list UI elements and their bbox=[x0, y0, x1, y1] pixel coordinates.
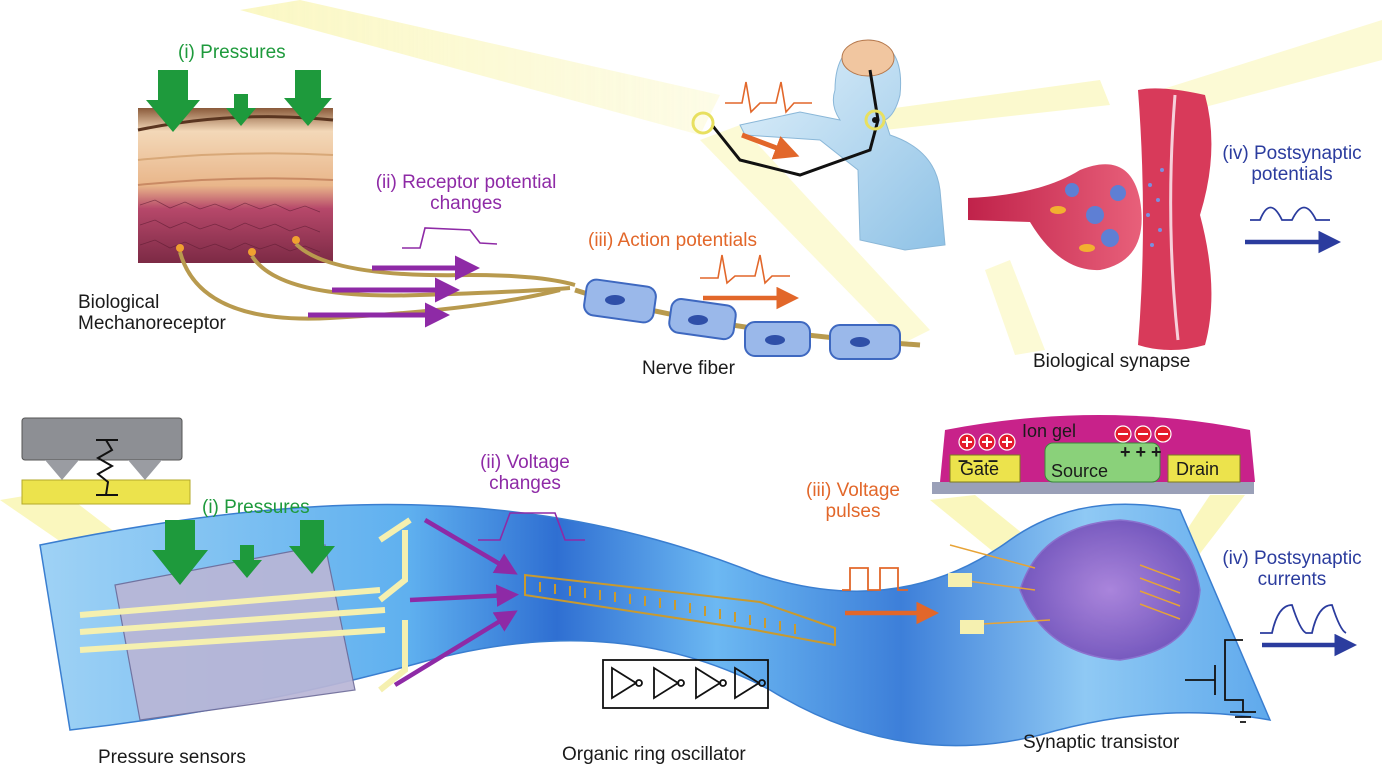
gate-label: Gate bbox=[960, 459, 1000, 479]
mechanoreceptor-line-2: Mechanoreceptor bbox=[78, 313, 226, 335]
pressure-sensor-array bbox=[79, 517, 412, 721]
ion-gel-label: Ion gel bbox=[1022, 421, 1077, 441]
mechanoreceptor-line-1: Biological bbox=[78, 292, 160, 313]
postsynaptic-currents-label: (iv) Postsynaptic currents bbox=[1203, 548, 1381, 591]
pressure-arrows-top bbox=[146, 70, 332, 132]
biological-synapse-label: Biological synapse bbox=[1033, 351, 1191, 372]
ring-oscillator-label: Organic ring oscillator bbox=[562, 744, 746, 765]
negative-ions-label: – – – bbox=[958, 450, 999, 470]
voltage-arrows bbox=[393, 518, 519, 687]
voltage-change-waveform bbox=[478, 512, 585, 541]
receptor-potential-waveform bbox=[402, 227, 498, 249]
postsynaptic-potentials-label: (iv) Postsynaptic potentials bbox=[1203, 143, 1381, 186]
arm-signal-arrow bbox=[741, 132, 800, 160]
postsynaptic-potentials-line-2: potentials bbox=[1251, 164, 1333, 186]
ring-oscillator-chip bbox=[524, 573, 836, 647]
source-label: Source bbox=[1051, 461, 1109, 481]
postsynaptic-currents-line-1: (iv) Postsynaptic bbox=[1222, 548, 1362, 569]
pressures-label-bottom: (i) Pressures bbox=[202, 497, 310, 518]
receptor-arrows bbox=[308, 255, 480, 328]
biological-synapse bbox=[968, 88, 1212, 350]
skin-mechanoreceptor-block bbox=[137, 108, 334, 263]
voltage-pulses-line-1: (iii) Voltage bbox=[806, 480, 900, 501]
action-potential-waveform bbox=[700, 254, 790, 285]
postsynaptic-potential-waveform bbox=[1250, 206, 1330, 221]
synaptic-transistor-label: Synaptic transistor bbox=[1023, 732, 1180, 753]
pressure-arrows-bottom bbox=[152, 520, 335, 585]
transistor-symbol bbox=[1185, 639, 1256, 723]
voltage-pulses-line-2: pulses bbox=[825, 501, 881, 523]
ring-oscillator-schematic bbox=[602, 659, 769, 709]
drain-label: Drain bbox=[1176, 459, 1220, 479]
highlight-beams-top bbox=[240, 0, 1382, 355]
receptor-potential-line-2: changes bbox=[430, 193, 502, 215]
voltage-changes-line-2: changes bbox=[489, 473, 561, 495]
voltage-changes-line-1: (ii) Voltage bbox=[480, 452, 570, 473]
sensor-inset bbox=[21, 417, 191, 505]
nerve-fiber-label: Nerve fiber bbox=[642, 358, 735, 379]
synaptic-transistor-dome bbox=[948, 519, 1201, 661]
postsynaptic-current-waveform bbox=[1260, 604, 1347, 634]
voltage-changes-label: (ii) Voltage changes bbox=[455, 452, 595, 495]
brain-spike-waveform bbox=[725, 81, 812, 114]
human-figure bbox=[691, 39, 946, 251]
mechanoreceptor-label: Biological Mechanoreceptor bbox=[78, 292, 226, 335]
nerve-fiber-segments bbox=[583, 278, 901, 360]
postsynaptic-currents-line-2: currents bbox=[1257, 569, 1327, 591]
action-potentials-label: (iii) Action potentials bbox=[588, 230, 757, 251]
receptor-potential-label: (ii) Receptor potential changes bbox=[350, 172, 582, 215]
postsynaptic-potentials-line-1: (iv) Postsynaptic bbox=[1222, 143, 1362, 164]
transistor-cross-section bbox=[932, 415, 1255, 494]
voltage-pulses-label: (iii) Voltage pulses bbox=[788, 480, 918, 523]
flexible-substrate bbox=[39, 503, 1272, 747]
voltage-pulse-waveform bbox=[842, 567, 908, 591]
pressure-sensors-label: Pressure sensors bbox=[98, 747, 246, 768]
positive-ions-label: + + + bbox=[1120, 442, 1162, 462]
pressures-label-top: (i) Pressures bbox=[178, 42, 286, 63]
receptor-potential-line-1: (ii) Receptor potential bbox=[375, 172, 557, 193]
